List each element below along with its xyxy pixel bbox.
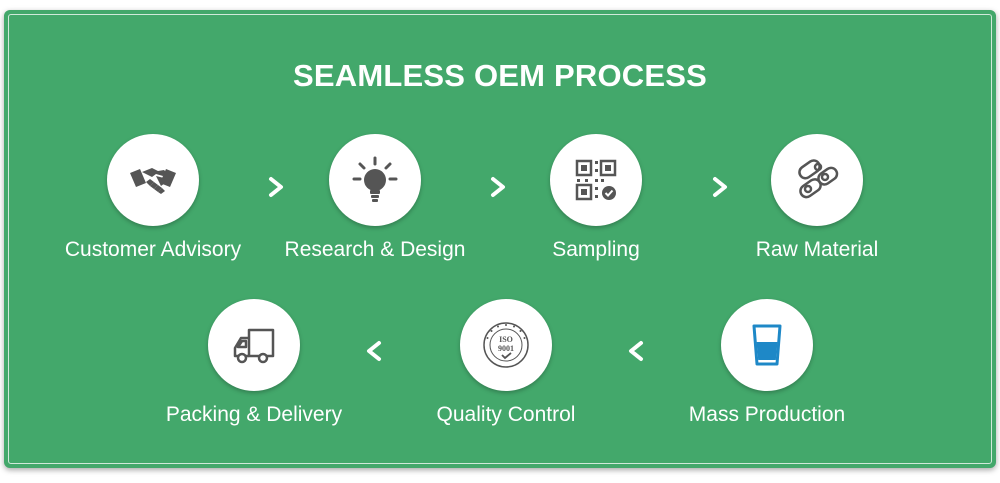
iso-seal-line2: 9001: [498, 344, 514, 353]
step-label: Sampling: [552, 238, 640, 261]
chevron-left-icon: [626, 340, 646, 362]
step-icon-circle: [550, 134, 642, 226]
step-customer-advisory: Customer Advisory: [33, 134, 273, 262]
process-panel: SEAMLESS OEM PROCESS Customer Advisory: [4, 10, 996, 468]
iso-9001-seal-icon: ISO 9001: [483, 322, 529, 368]
chevron-right-icon: [488, 176, 508, 198]
step-icon-circle: [107, 134, 199, 226]
step-label: Packing & Delivery: [165, 403, 343, 426]
step-label: Raw Material: [755, 238, 879, 261]
qr-code-icon: [575, 159, 617, 201]
step-label: Research & Design: [284, 238, 466, 261]
step-raw-material: Raw Material: [697, 134, 937, 262]
step-icon-circle: [771, 134, 863, 226]
chevron-left-icon: [364, 340, 384, 362]
lightbulb-icon: [352, 156, 398, 202]
step-research-design: Research & Design: [255, 134, 495, 262]
page-title: SEAMLESS OEM PROCESS: [293, 58, 707, 93]
iso-seal-line1: ISO: [499, 335, 513, 344]
cup-icon: [752, 324, 782, 366]
step-quality-control: ISO 9001 Quality Control: [386, 299, 626, 427]
step-label: Customer Advisory: [64, 238, 242, 261]
raw-material-icon: [798, 159, 839, 199]
step-icon-circle: ISO 9001: [460, 299, 552, 391]
step-icon-circle: [721, 299, 813, 391]
chevron-right-icon: [710, 176, 730, 198]
delivery-truck-icon: [233, 328, 275, 364]
step-icon-circle: [329, 134, 421, 226]
step-label: Mass Production: [688, 403, 846, 426]
chevron-right-icon: [266, 176, 286, 198]
step-mass-production: Mass Production: [647, 299, 887, 427]
step-label: Quality Control: [436, 403, 576, 426]
step-icon-circle: [208, 299, 300, 391]
step-packing-delivery: Packing & Delivery: [134, 299, 374, 427]
panel-border: [8, 14, 992, 464]
handshake-icon: [130, 168, 176, 194]
step-sampling: Sampling: [476, 134, 716, 262]
